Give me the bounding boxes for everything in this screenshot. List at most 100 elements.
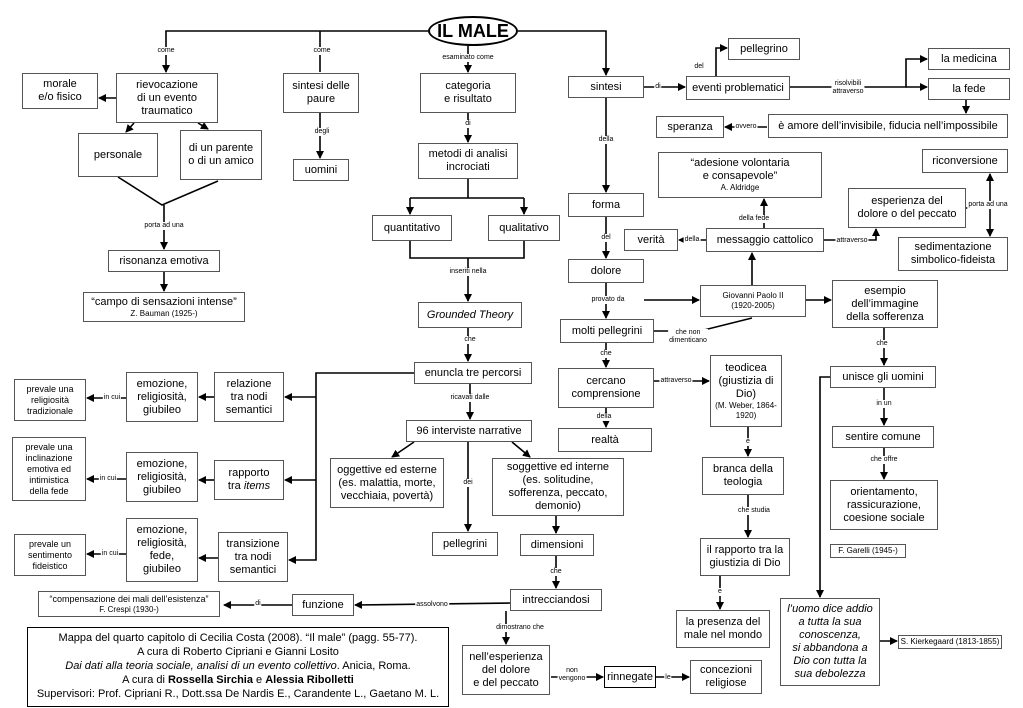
node-pellegrini: pellegrini (432, 532, 498, 556)
node-text: quantitativo (383, 221, 441, 234)
edge-label: provato da (590, 296, 626, 304)
node-text: esempio dell’immagine della sofferenza (846, 284, 924, 323)
node-text: forma (591, 198, 621, 211)
node-interviste: 96 interviste narrative (406, 420, 532, 442)
edge-label: porta ad una (967, 201, 1009, 209)
node-morale: morale e/o fisico (22, 73, 98, 109)
node-author: Z. Bauman (1925-) (130, 308, 198, 318)
node-adesione: “adesione volontaria e consapevole”A. Al… (658, 152, 822, 198)
node-messaggio: messaggio cattolico (706, 228, 824, 252)
connector (518, 30, 610, 76)
node-text: pellegrino (740, 42, 788, 55)
node-prevale-1: prevale una religiosità tradizionale (14, 379, 86, 421)
edge-label: di (464, 120, 472, 128)
node-intrecciandosi: intrecciandosi (510, 589, 602, 611)
node-sintesi: sintesi (568, 76, 644, 98)
node-uomini: uomini (293, 159, 349, 181)
node-author: F. Garelli (1945-) (838, 546, 898, 555)
node-relazione: relazione tra nodi semantici (214, 372, 284, 422)
node-author: (M. Weber, 1864- 1920) (715, 400, 777, 420)
edge-label: della fede (737, 215, 771, 223)
node-unisce: unisce gli uomini (830, 366, 936, 388)
node-esempio: esempio dell’immagine della sofferenza (832, 280, 938, 328)
node-text: 96 interviste narrative (416, 424, 522, 437)
node-text: sedimentazione simbolico-fideista (910, 241, 996, 266)
node-branca: branca della teologia (702, 457, 784, 495)
credits-author: Rossella Sirchia (167, 674, 253, 686)
node-dolore: dolore (568, 259, 644, 283)
credits-line: Mappa del quarto capitolo di Cecilia Cos… (58, 632, 418, 644)
node-eventi: eventi problematici (686, 76, 790, 100)
edge-label: assolvono (415, 601, 449, 609)
node-text: metodi di analisi incrociati (428, 148, 508, 173)
node-text: la presenza del male nel mondo (683, 616, 763, 641)
edge-label: degli (313, 128, 331, 136)
node-text: è amore dell’invisibile, fiducia nell’im… (778, 119, 998, 132)
node-text: enuncla tre percorsi (424, 366, 522, 379)
node-text: realtà (591, 433, 619, 446)
edge-label: in cui (100, 550, 120, 558)
node-text: Giovanni Paolo II (1920-2005) (722, 291, 784, 310)
node-esperienza-peccato: esperienza del dolore o del peccato (848, 188, 966, 228)
node-text: la medicina (941, 52, 997, 65)
node-prevale-2: prevale una inclinazione emotiva ed inti… (12, 437, 86, 501)
node-text: soggettive ed interne (es. solitudine, s… (506, 461, 610, 512)
edge-label: è (745, 438, 751, 446)
node-text: branca della teologia (713, 463, 773, 488)
node-text: emozione, religiosità, giubileo (136, 457, 188, 496)
edge-label: del (600, 234, 612, 242)
node-text: riconversione (932, 154, 998, 167)
edge-label: della (595, 413, 613, 421)
node-text-italic: items (243, 480, 271, 492)
node-text: transizione tra nodi semantici (226, 537, 280, 576)
node-campo: “campo di sensazioni intense”Z. Bauman (… (83, 292, 245, 322)
node-text: prevale una inclinazione emotiva ed inti… (25, 441, 73, 496)
node-teodicea: teodicea (giustizia di Dio)(M. Weber, 18… (710, 355, 782, 427)
node-text: funzione (302, 598, 344, 611)
node-text: uomini (304, 163, 338, 176)
node-text: la fede (952, 82, 986, 95)
node-transizione: transizione tra nodi semantici (218, 532, 288, 582)
edge-label: le (664, 674, 672, 682)
node-text: oggettive ed esterne (es. malattia, mort… (337, 463, 437, 502)
edge-label: attraverso (659, 377, 693, 385)
edge-label: in cui (102, 394, 122, 402)
node-text: sintesi (590, 80, 622, 93)
node-text: l’uomo dice addio a tutta la sua conosce… (787, 603, 873, 680)
node-orientamento: orientamento, rassicurazione, coesione s… (830, 480, 938, 530)
connector (288, 372, 414, 564)
edge-label: attraverso (835, 237, 869, 245)
node-text: speranza (667, 120, 713, 133)
node-grounded-theory: Grounded Theory (418, 302, 522, 328)
node-parente: di un parente o di un amico (180, 130, 262, 180)
edge-label: porta ad una (143, 222, 185, 230)
connector (197, 121, 209, 130)
node-text: molti pellegrini (571, 324, 643, 337)
node-rapporto-giustizia: il rapporto tra la giustizia di Dio (700, 538, 790, 576)
node-text: tra (227, 480, 244, 492)
node-qualitativo: qualitativo (488, 215, 560, 241)
node-molti-pellegrini: molti pellegrini (560, 319, 654, 343)
node-text: rapporto (228, 467, 270, 479)
node-text: “adesione volontaria e consapevole” (690, 157, 790, 182)
node-presenza: la presenza del male nel mondo (676, 610, 770, 648)
node-text: categoria e risultato (444, 80, 492, 105)
node-giovanni: Giovanni Paolo II (1920-2005) (700, 285, 806, 317)
node-forma: forma (568, 193, 644, 217)
connector (162, 30, 428, 73)
node-compensazione: “compensazione dei mali dell’esistenza”F… (38, 591, 220, 617)
node-emozione-2: emozione, religiosità, giubileo (126, 452, 198, 502)
connector (816, 376, 830, 598)
node-cercano: cercano comprensione (558, 368, 654, 408)
node-dimensioni: dimensioni (520, 534, 594, 556)
credits-line: Supervisori: Prof. Cipriani R., Dott.ssa… (36, 688, 440, 700)
edge-label: che offre (869, 456, 899, 464)
credits-line: A cura di Rossella Sirchia e Alessia Rib… (28, 673, 448, 687)
node-text: teodicea (giustizia di Dio) (718, 361, 774, 400)
credits-book-title: Dai dati alla teoria sociale, analisi di… (65, 660, 337, 672)
node-text: cercano comprensione (571, 375, 641, 400)
node-garelli: F. Garelli (1945-) (830, 544, 906, 558)
node-text: personale (93, 148, 143, 161)
